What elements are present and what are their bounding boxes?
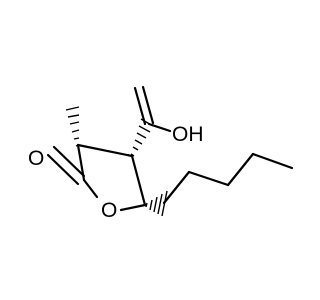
bond-pentyl-1: [162, 170, 191, 205]
bond-pentyl-4: [251, 152, 294, 170]
carbonyl-oxygen-label: O: [28, 147, 44, 170]
hydroxyl-label: OH: [172, 123, 204, 146]
bond-c4-c3: [76, 143, 134, 158]
bond-c5-carbonyl-oxygen-b: [46, 153, 80, 186]
bond-carboxyl-carbon-oxygen-b: [141, 85, 155, 125]
bond-carboxyl-carbon-hydroxyl: [147, 122, 172, 133]
bond-c2-ring-oxygen: [119, 203, 147, 212]
chemical-structure: O O OH: [28, 85, 294, 222]
bond-pentyl-2: [187, 170, 230, 187]
bond-ring-oxygen-c5: [82, 178, 99, 199]
bond-c3-c2: [130, 154, 147, 207]
bond-pentyl-3: [226, 152, 255, 187]
hashed-bond-methyl: [65, 106, 80, 147]
bond-c5-carbonyl-oxygen-a: [52, 145, 86, 178]
bond-carboxyl-carbon-oxygen-a: [133, 86, 147, 126]
ring-oxygen-label: O: [101, 199, 117, 222]
